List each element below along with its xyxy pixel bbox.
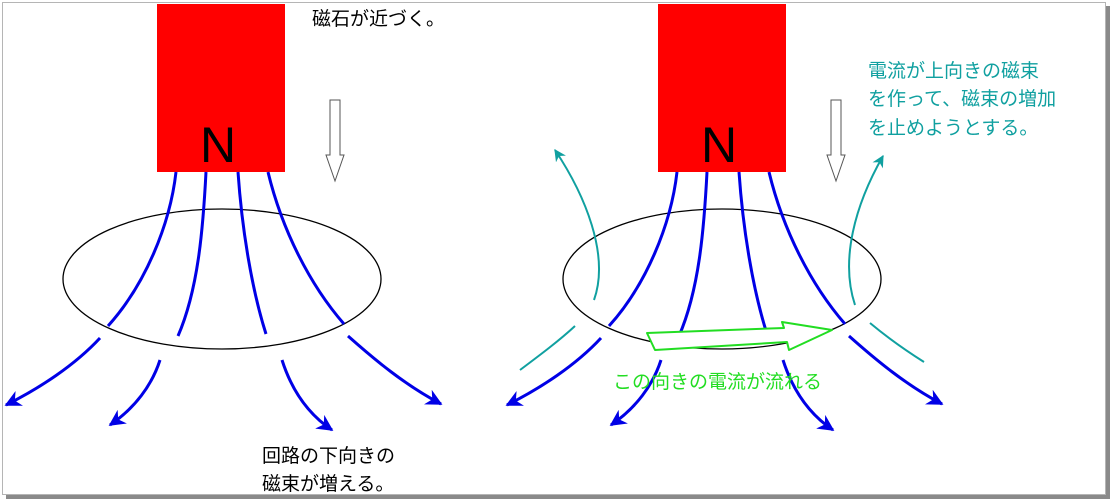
circuit-loop-left [62,208,382,350]
field-line-arrow-icon [505,334,944,432]
flux-increase-caption-line2: 磁束が増える。 [262,473,394,495]
magnet-pole-label: N [701,117,737,173]
down-arrow-icon [325,99,345,183]
induced-caption-line2: を作って、磁束の増加 [868,88,1056,110]
field-lines-left-upper [106,171,346,337]
field-lines-right-upper [607,171,847,337]
current-arrow-icon [646,321,833,351]
magnet-icon [658,4,786,172]
magnet-approach-caption: 磁石が近づく。 [312,8,445,30]
down-arrow-icon [826,99,846,183]
left-panel: N 磁石が近づく。 回路の下向きの 磁束が増える。 [4,4,445,495]
current-direction-caption: この向きの電流が流れる [613,371,822,393]
induced-field-lines [519,149,925,371]
field-line-arrow-icon [4,334,443,432]
circuit-loop-right [562,208,882,350]
frame-shadow-bottom [6,495,1110,499]
induced-caption-line3: を止めようとする。 [868,117,1038,139]
induced-caption-line1: 電流が上向きの磁束 [868,60,1039,82]
flux-increase-caption-line1: 回路の下向きの [262,445,395,467]
magnet-icon [157,4,285,172]
right-panel: N 電流が上向きの磁束 を作って、磁束の増加 を止めようとする。 [505,4,1056,432]
frame-shadow-right [1106,6,1110,497]
magnet-pole-label: N [200,117,236,173]
